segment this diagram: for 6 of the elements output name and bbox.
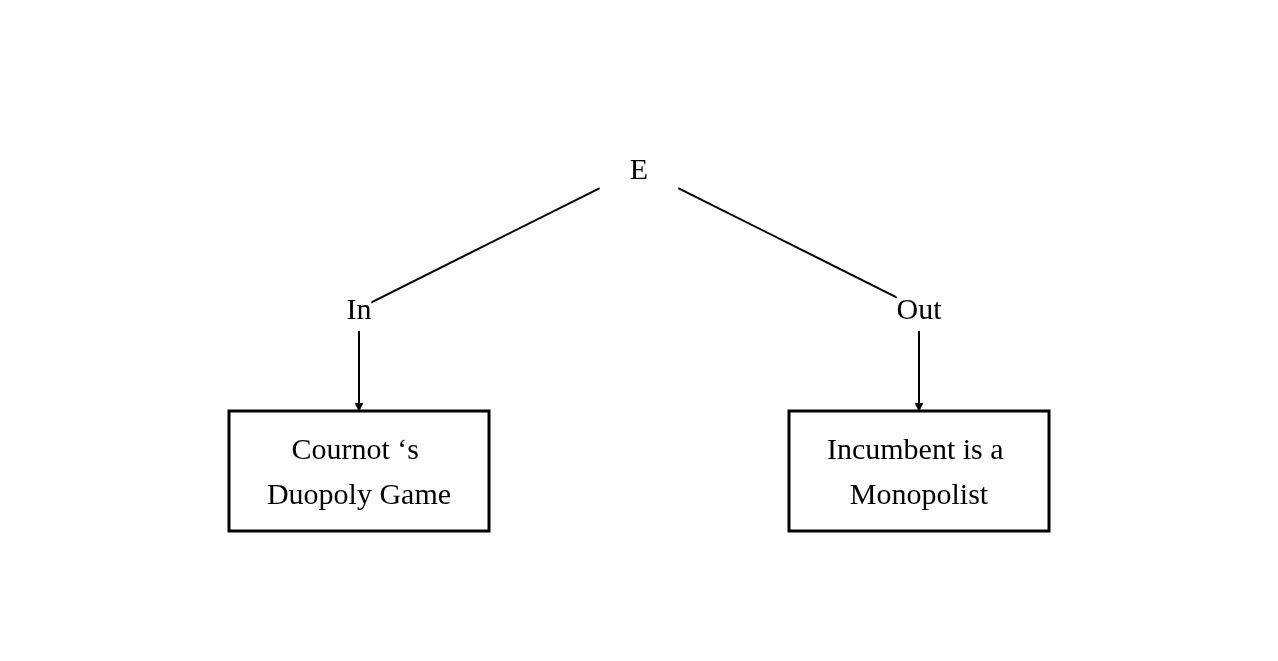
- node-box: Incumbent is a Monopolist: [787, 409, 1051, 532]
- node-box: Cournot ‘s Duopoly Game: [227, 409, 491, 532]
- edge-label: In: [346, 291, 372, 325]
- edge-label: Out: [896, 291, 942, 325]
- arrow: [354, 186, 601, 411]
- node-text: E: [629, 151, 649, 185]
